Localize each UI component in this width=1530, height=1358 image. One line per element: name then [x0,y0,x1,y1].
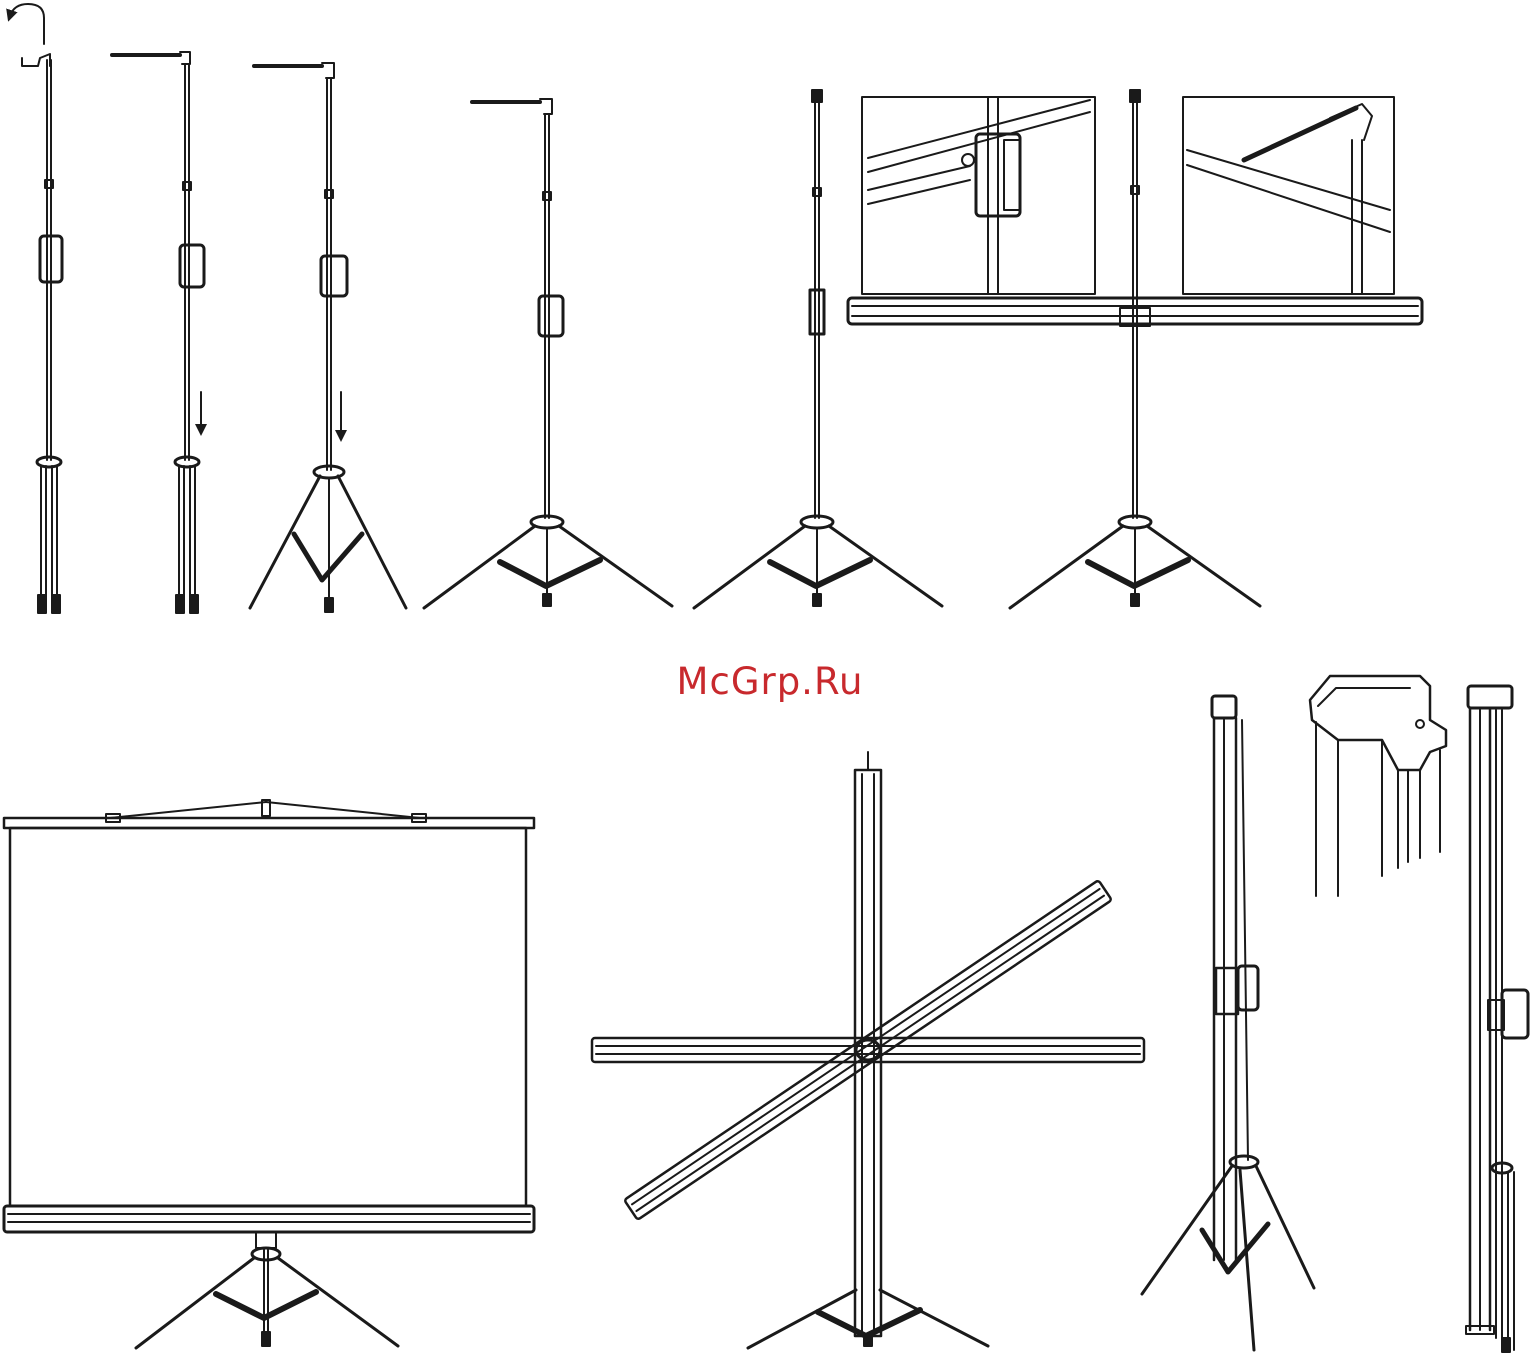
step-4-figure [424,99,672,608]
detail-top-cap [1310,676,1446,896]
rotate-arrow-icon [10,4,44,44]
step-folded-cross-figure [592,752,1144,1348]
step-collapse-figure [1142,696,1314,1350]
step-stored-figure [1466,686,1528,1352]
step-2-figure [112,52,204,613]
detail-hook-bracket [1183,97,1394,294]
step-screen-open-figure [4,800,534,1348]
step-5-figure [694,90,942,608]
detail-lock-clamp [862,97,1095,294]
watermark-text: McGrp.Ru [640,654,900,710]
step-3-figure [250,63,406,612]
step-6-figure [848,90,1422,608]
step-1-figure [10,4,62,613]
